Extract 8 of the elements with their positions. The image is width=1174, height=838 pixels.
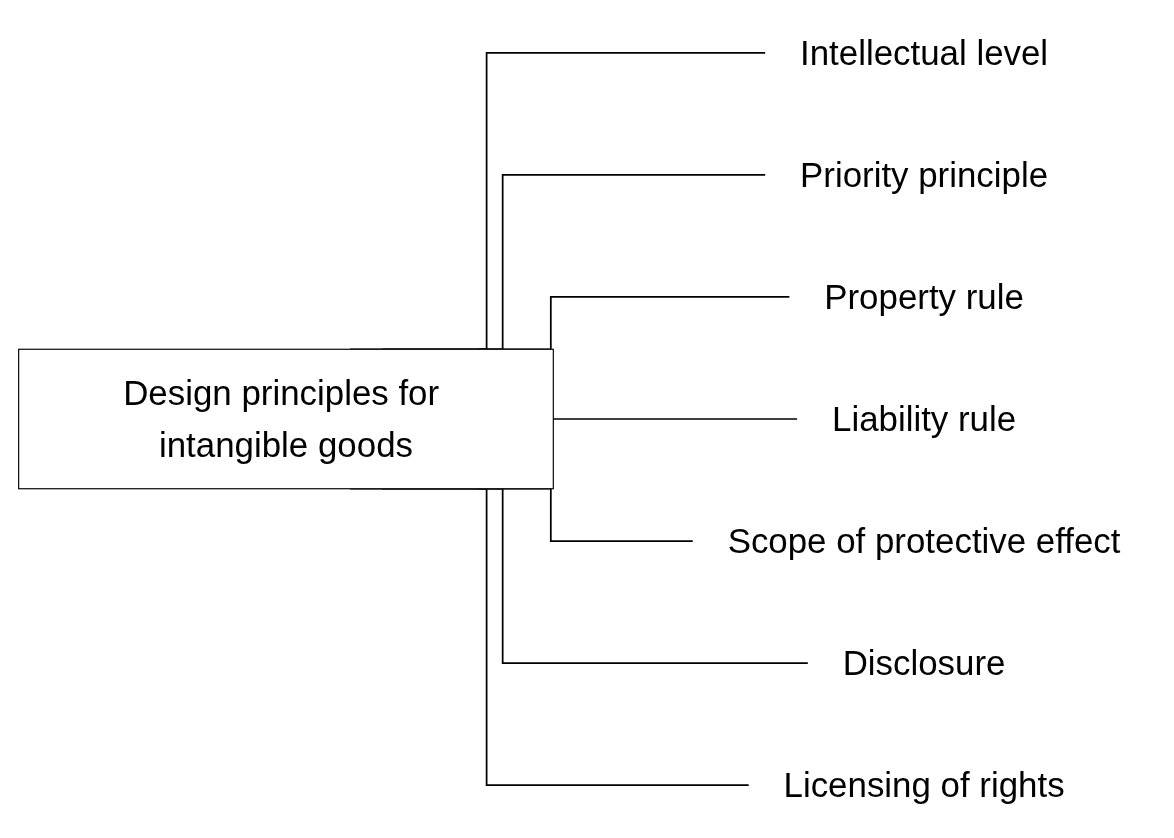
node-text: Licensing of rights	[783, 765, 1065, 805]
node-text: Liability rule	[831, 399, 1017, 439]
node-text: Property rule	[824, 277, 1024, 317]
node-text: Priority principle	[800, 155, 1049, 195]
node-text: Disclosure	[842, 643, 1006, 683]
node-box: Design principles for intangible goods	[18, 348, 554, 490]
node-text: Scope of protective effect	[727, 521, 1121, 561]
node-text: Intellectual level	[800, 33, 1049, 73]
